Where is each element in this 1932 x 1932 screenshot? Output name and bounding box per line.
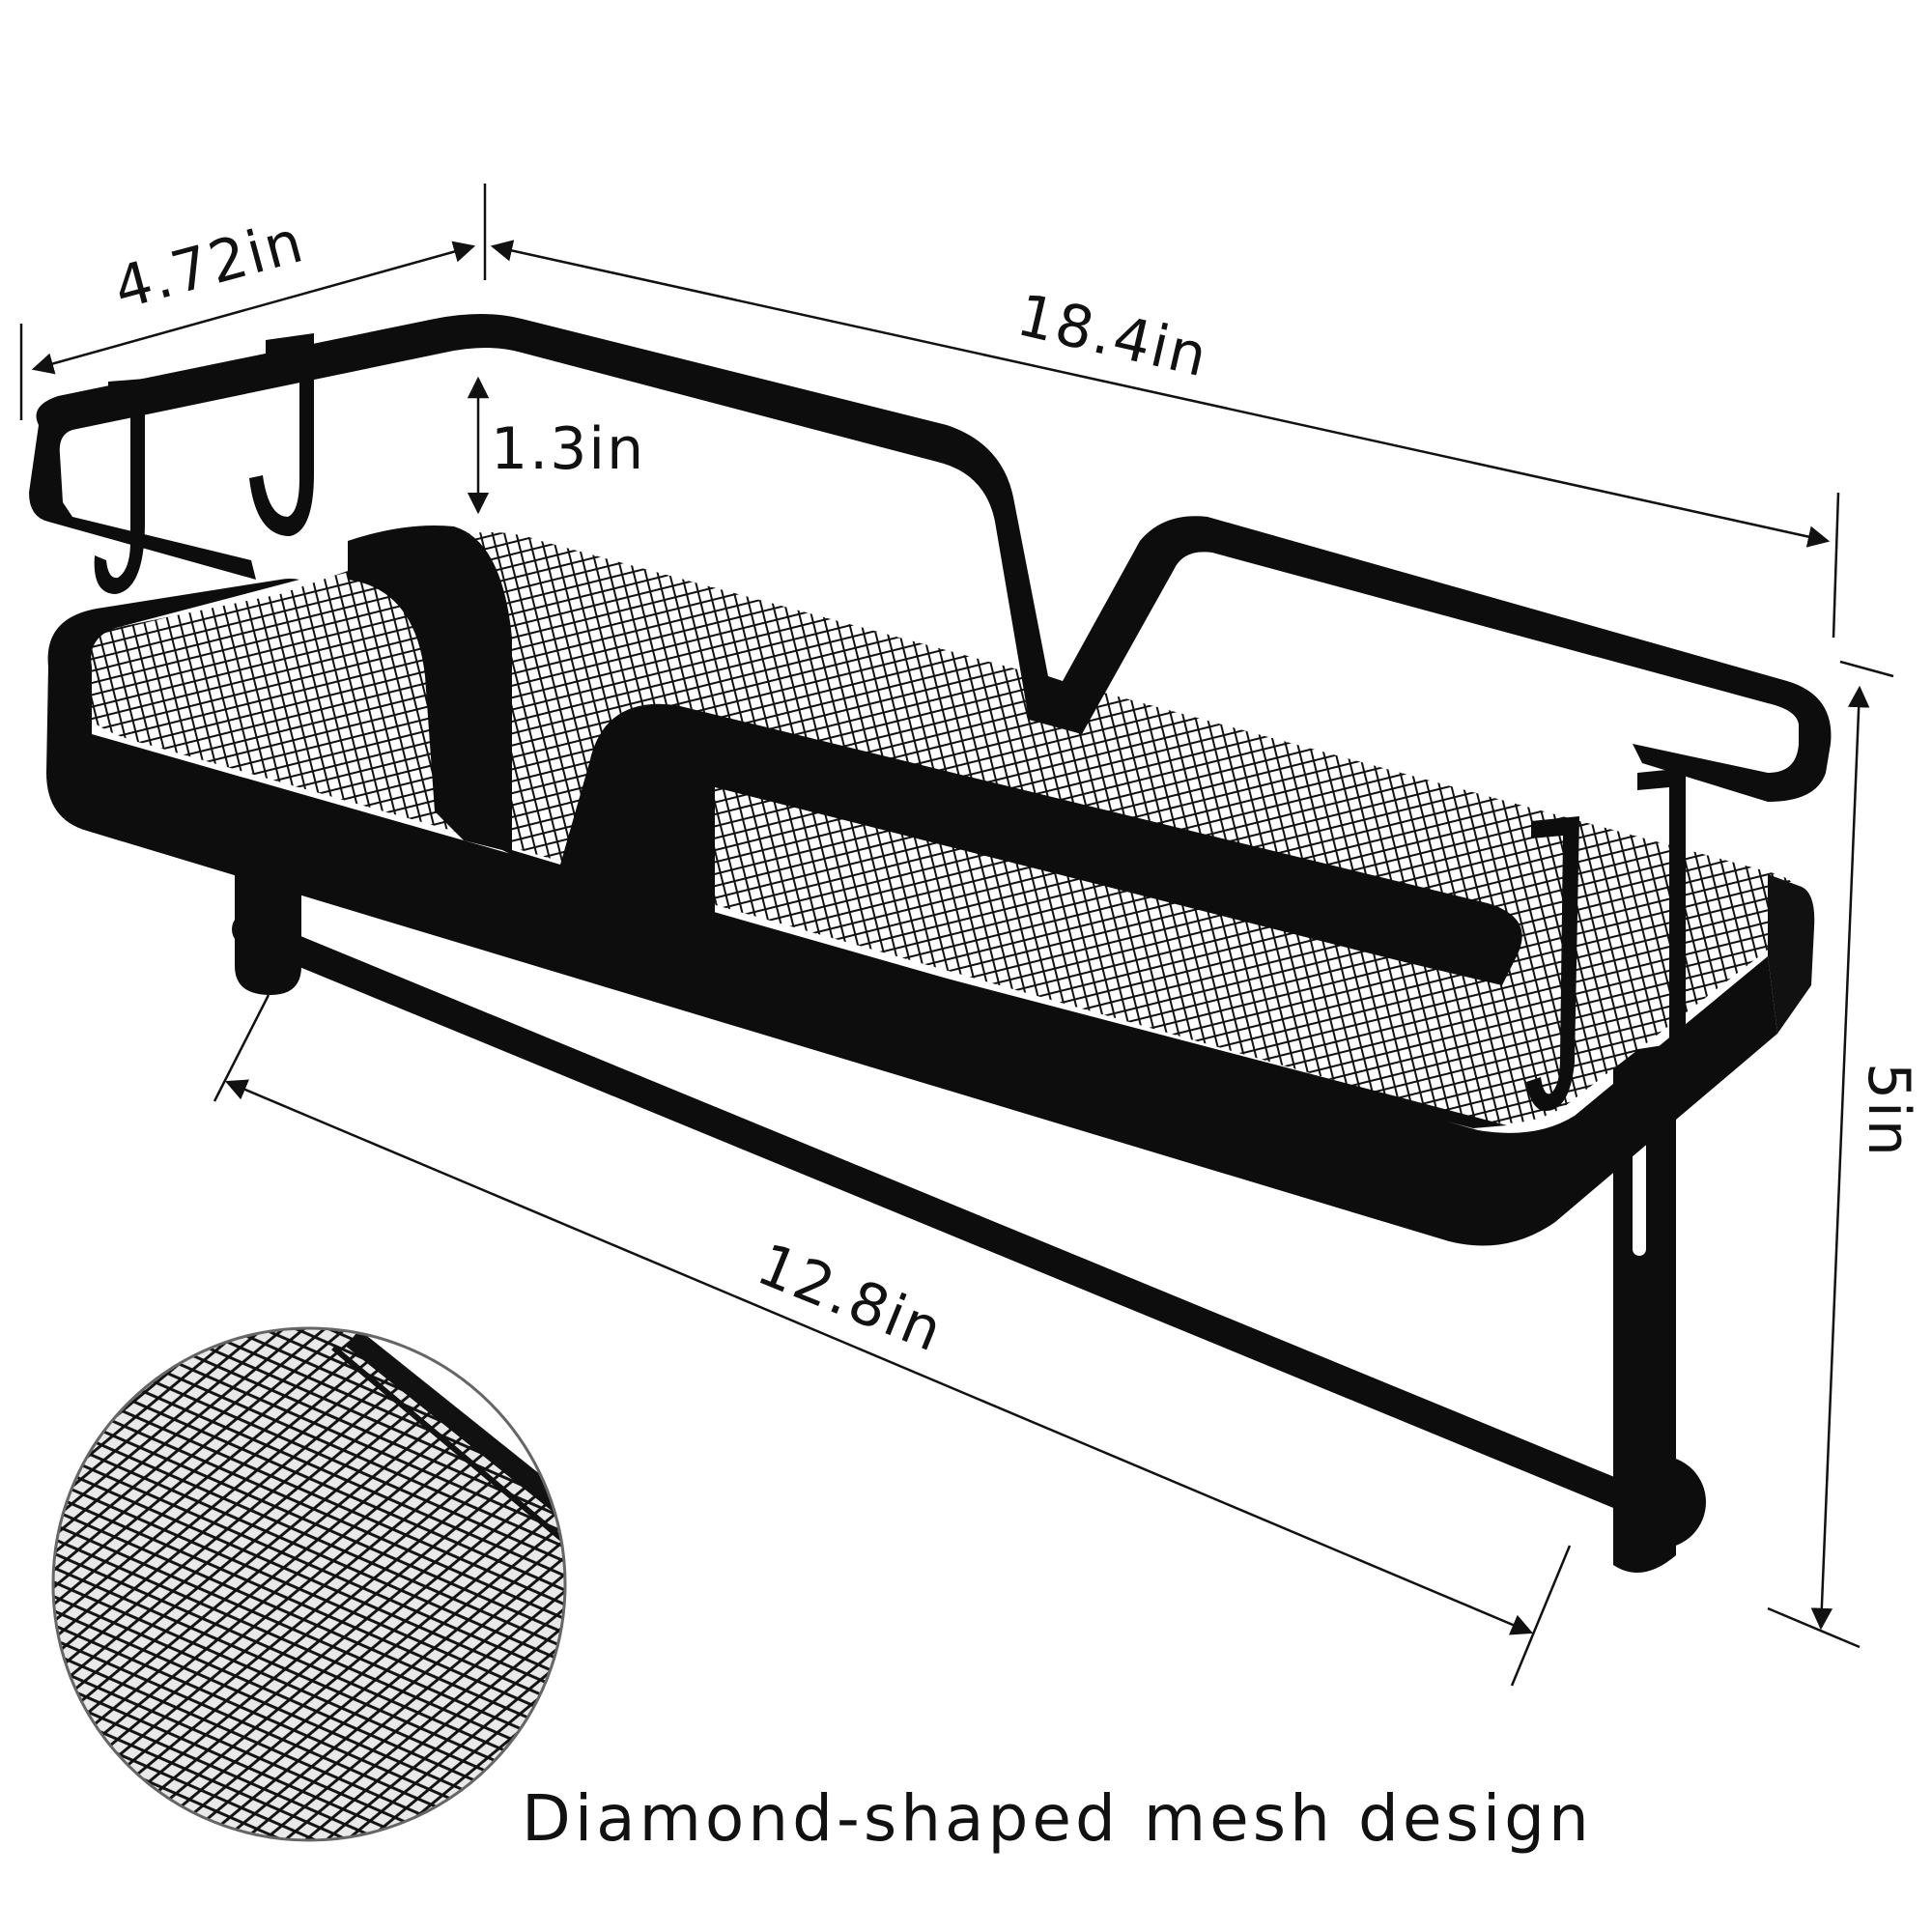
towel-bar-end-right <box>1613 1456 1706 1548</box>
tray-right-end <box>1768 874 1815 1034</box>
shelf-illustration <box>29 314 1832 1573</box>
depth-dimension-line <box>31 241 476 375</box>
hook-left-1 <box>94 379 145 594</box>
tray-front-lip <box>46 579 1777 1246</box>
hook-right-1 <box>1526 816 1579 1111</box>
rail-height-label: 1.3in <box>491 415 645 483</box>
mesh-caption: Diamond-shaped mesh design <box>522 1781 1593 1856</box>
length-dimension-line <box>490 240 1831 548</box>
height-label: 5in <box>1855 1063 1922 1158</box>
depth-label: 4.72in <box>107 208 312 323</box>
mesh-closeup-border <box>51 1326 567 1842</box>
length-label: 18.4in <box>1011 281 1215 390</box>
front-guard-panel <box>348 526 1522 1128</box>
height-dimension-line <box>1810 685 1870 1631</box>
bar-length-dimension-line <box>224 1079 1534 1635</box>
towel-bar-end-left <box>232 912 267 947</box>
dimension-lines <box>19 184 1894 1687</box>
mesh-closeup <box>51 1326 567 1842</box>
right-mount-plate <box>1613 1043 1676 1573</box>
top-rail-loop <box>29 314 1832 802</box>
hook-right-2 <box>1637 768 1741 1067</box>
